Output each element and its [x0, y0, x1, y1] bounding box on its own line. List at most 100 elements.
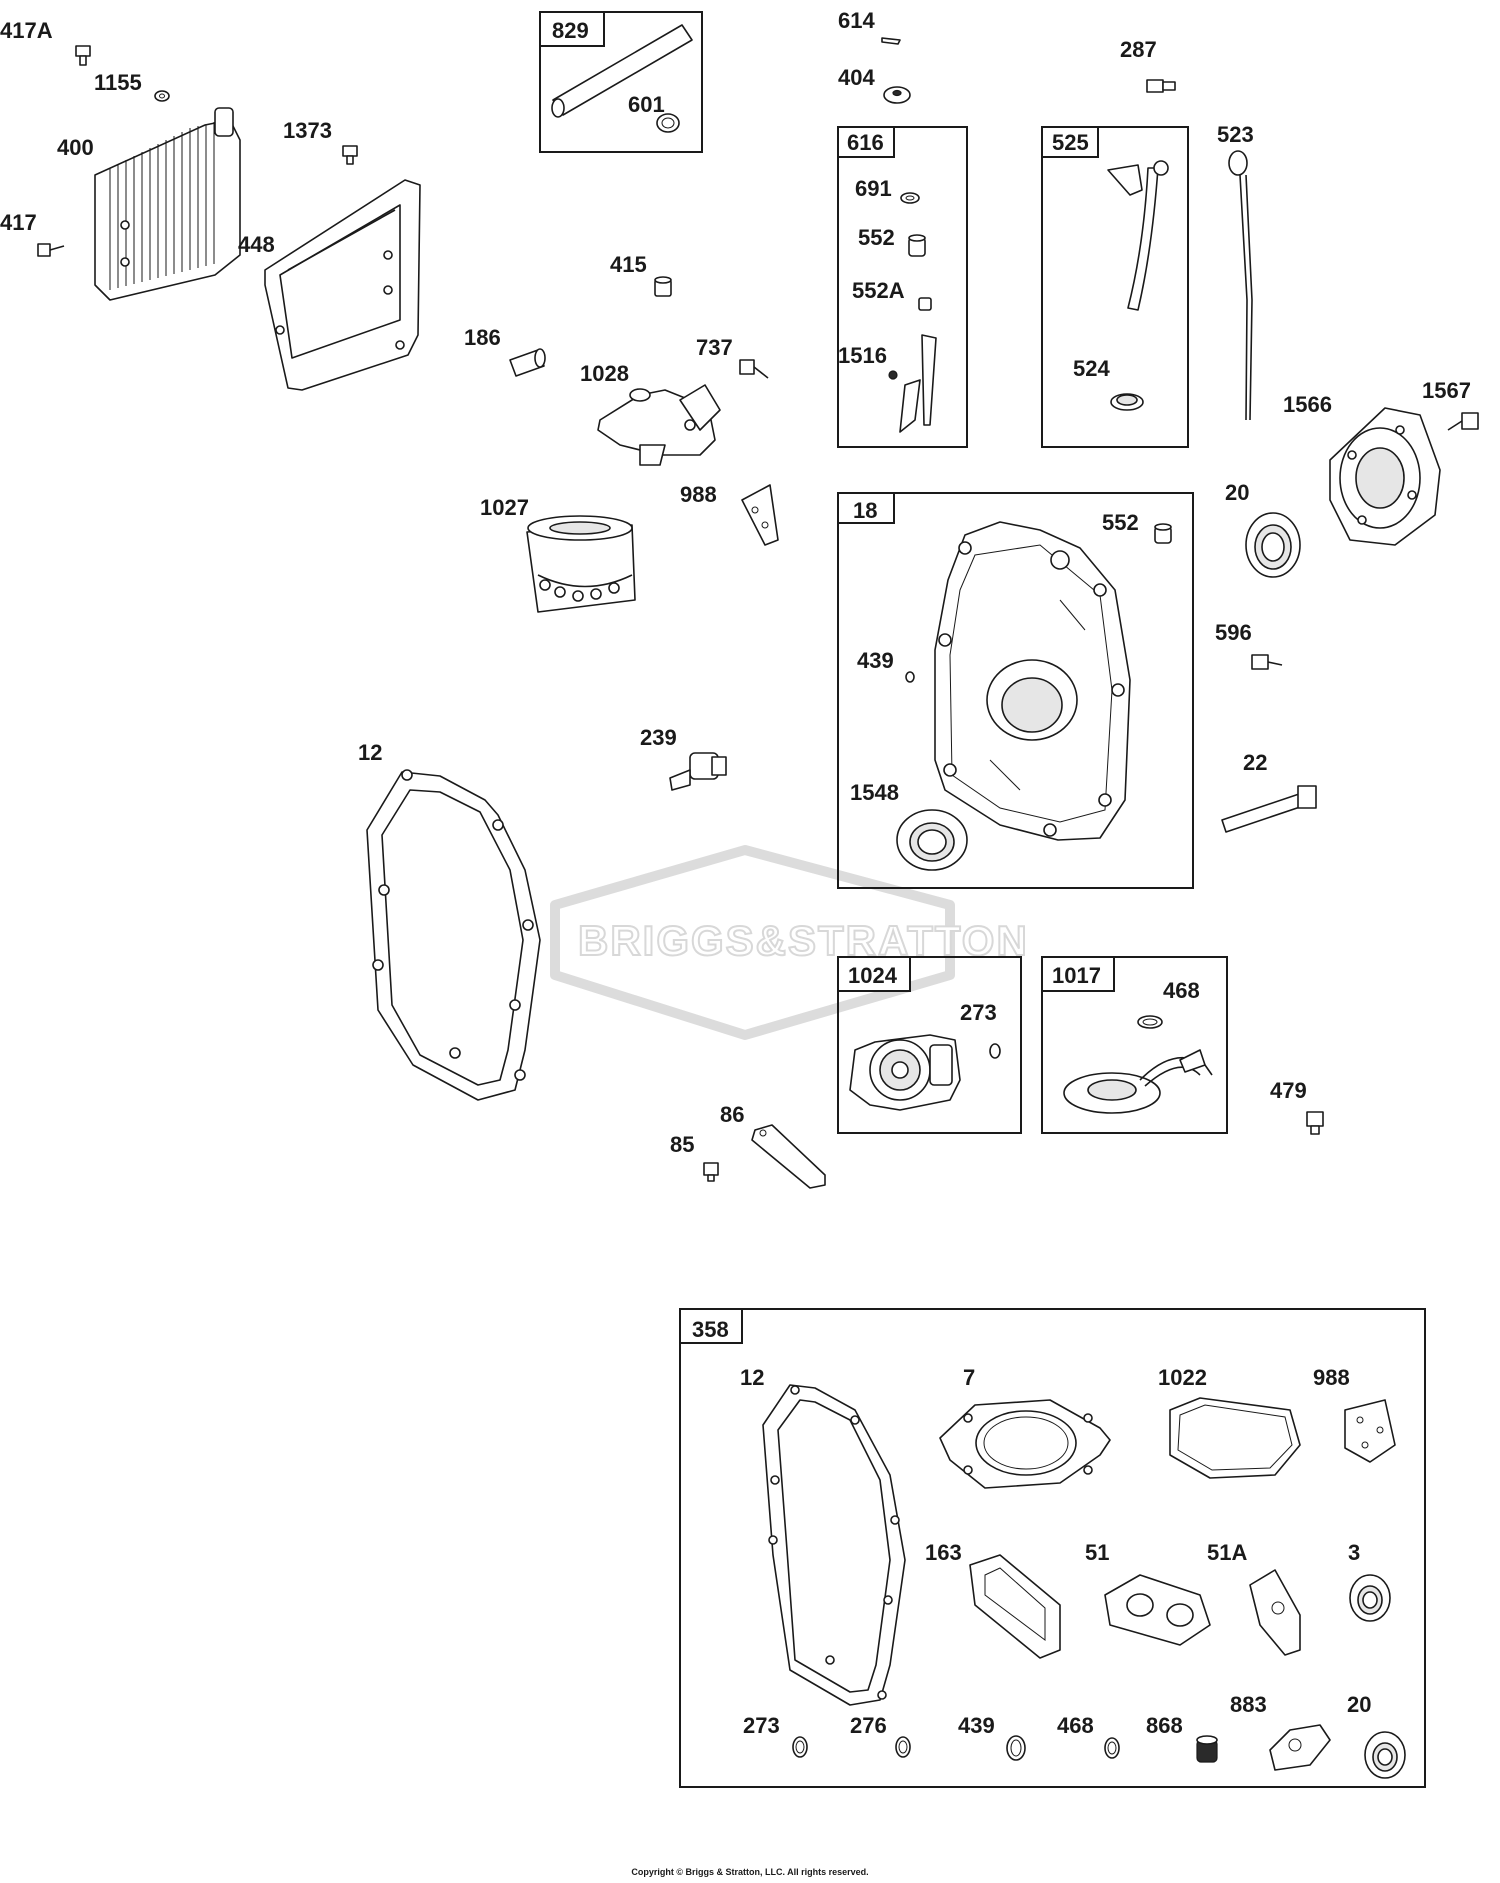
- gasket-part[interactable]: [1344, 1399, 1396, 1463]
- cover-plate-part[interactable]: [751, 1124, 826, 1189]
- oil-cooler-part[interactable]: [94, 107, 241, 301]
- kit-829-box: [539, 11, 703, 153]
- crankcase-gasket-part[interactable]: [366, 769, 541, 1101]
- head-gasket-part[interactable]: [939, 1399, 1111, 1489]
- balancer-part[interactable]: [1329, 407, 1441, 546]
- kit-829-tag: [539, 11, 605, 47]
- part-label: 448: [238, 232, 275, 257]
- bushing-part[interactable]: [908, 234, 926, 257]
- seal-part[interactable]: [896, 809, 968, 871]
- part-label: 524: [1073, 356, 1110, 381]
- oil-pressure-switch-part[interactable]: [669, 752, 727, 791]
- kit-525-tag: [1041, 126, 1099, 158]
- bolt-part[interactable]: [1306, 1111, 1324, 1135]
- seal-part[interactable]: [1364, 1731, 1406, 1779]
- part-label: 400: [57, 135, 94, 160]
- oil-filter-part[interactable]: [526, 515, 636, 613]
- bushing-part[interactable]: [918, 297, 932, 311]
- part-label: 439: [958, 1713, 995, 1738]
- seal-part[interactable]: [1349, 1574, 1391, 1622]
- part-label: 868: [1146, 1713, 1183, 1738]
- bolt-part[interactable]: [1221, 785, 1317, 833]
- fitting-part[interactable]: [509, 348, 546, 377]
- part-label: 163: [925, 1540, 962, 1565]
- bolt-part[interactable]: [37, 243, 65, 257]
- part-label: 468: [1163, 978, 1200, 1003]
- part-label: 273: [743, 1713, 780, 1738]
- part-label: 273: [960, 1000, 997, 1025]
- valve-seal-part[interactable]: [1196, 1735, 1218, 1763]
- part-label: 737: [696, 335, 733, 360]
- dipstick-part[interactable]: [1228, 150, 1253, 421]
- part-label: 287: [1120, 37, 1157, 62]
- grommet-part[interactable]: [883, 86, 911, 104]
- gasket-part[interactable]: [741, 484, 779, 546]
- o-ring-part[interactable]: [1006, 1735, 1026, 1761]
- bushing-part[interactable]: [1154, 523, 1172, 544]
- part-label: 417A: [0, 18, 53, 43]
- part-label: 51A: [1207, 1540, 1247, 1565]
- bracket-part[interactable]: [264, 179, 421, 391]
- part-label: 596: [1215, 620, 1252, 645]
- o-ring-part[interactable]: [1104, 1737, 1120, 1759]
- o-ring-part[interactable]: [1137, 1015, 1163, 1029]
- pin-part[interactable]: [881, 37, 901, 45]
- clamp-part[interactable]: [656, 113, 680, 133]
- part-label: 552: [1102, 510, 1139, 535]
- seal-part[interactable]: [1245, 512, 1301, 578]
- kit-label: 1024: [848, 963, 898, 988]
- part-label: 1155: [94, 70, 142, 95]
- oil-pickup-part[interactable]: [1063, 1049, 1213, 1114]
- part-label: 417: [0, 210, 37, 235]
- seal-part[interactable]: [1110, 393, 1144, 411]
- part-label: 7: [963, 1365, 975, 1390]
- washer-part[interactable]: [905, 671, 915, 683]
- kit-label: 1017: [1052, 963, 1101, 988]
- kit-label: 18: [853, 498, 877, 523]
- bolt-part[interactable]: [1251, 654, 1283, 670]
- part-label: 1373: [283, 118, 332, 143]
- crankcase-gasket-part[interactable]: [762, 1384, 906, 1706]
- oil-filter-adapter-part[interactable]: [597, 384, 721, 466]
- kit-1024-tag: [837, 956, 911, 992]
- oil-pump-part[interactable]: [849, 1034, 961, 1111]
- gasket-part[interactable]: [1269, 1724, 1331, 1771]
- bolt-part[interactable]: [342, 145, 358, 165]
- part-label: 86: [720, 1102, 744, 1127]
- kit-label: 525: [1052, 130, 1089, 155]
- kit-1017-tag: [1041, 956, 1115, 992]
- bolt-part[interactable]: [1146, 79, 1176, 93]
- part-label: 22: [1243, 750, 1267, 775]
- part-label: 276: [850, 1713, 887, 1738]
- copyright-text: Copyright © Briggs & Stratton, LLC. All …: [631, 1867, 869, 1877]
- watermark-text: BRIGGS&STRATTON: [578, 917, 1029, 964]
- watermark-logo: BRIGGS&STRATTON: [550, 845, 1029, 1040]
- exhaust-gasket-part[interactable]: [969, 1554, 1061, 1659]
- tube-part[interactable]: [551, 24, 693, 118]
- cap-part[interactable]: [654, 276, 672, 297]
- part-label: 552: [858, 225, 895, 250]
- washer-part[interactable]: [154, 90, 170, 102]
- washer-part[interactable]: [900, 192, 920, 204]
- part-label: 3: [1348, 1540, 1360, 1565]
- part-label: 12: [740, 1365, 764, 1390]
- valve-cover-gasket-part[interactable]: [1169, 1397, 1301, 1479]
- o-ring-part[interactable]: [989, 1043, 1001, 1059]
- part-label: 691: [855, 176, 892, 201]
- governor-part[interactable]: [888, 334, 937, 433]
- part-label: 614: [838, 8, 875, 33]
- bolt-part[interactable]: [703, 1162, 719, 1182]
- gasket-part[interactable]: [1249, 1569, 1301, 1656]
- part-label: 85: [670, 1132, 694, 1157]
- part-label: 1028: [580, 361, 629, 386]
- bolt-part[interactable]: [75, 45, 91, 66]
- intake-gasket-part[interactable]: [1104, 1574, 1211, 1646]
- bolt-part[interactable]: [1447, 412, 1479, 431]
- o-ring-part[interactable]: [792, 1736, 808, 1758]
- part-label: 20: [1347, 1692, 1371, 1717]
- dipstick-tube-part[interactable]: [1107, 160, 1169, 311]
- o-ring-part[interactable]: [895, 1736, 911, 1758]
- crankcase-cover-part[interactable]: [934, 521, 1131, 841]
- bolt-part[interactable]: [739, 359, 769, 379]
